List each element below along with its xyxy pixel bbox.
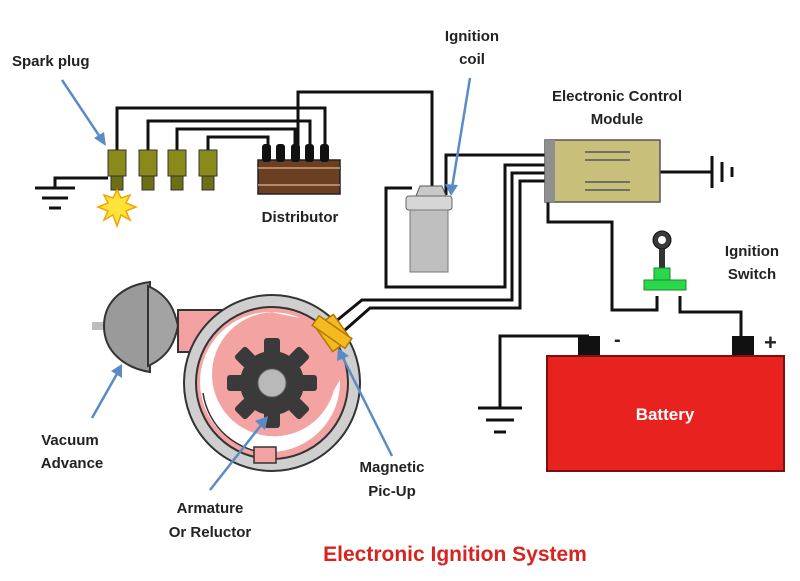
arrow-vacuum-advance (90, 364, 122, 419)
spark-plugs (95, 149, 218, 229)
labels: Spark plug Ignition coil Electronic Cont… (12, 28, 779, 566)
arrow-armature (209, 416, 268, 491)
pointer-arrows (60, 77, 472, 491)
diagram-title: Electronic Ignition System (323, 543, 587, 566)
label-ignition-switch-line2: Switch (728, 266, 776, 283)
arrow-magnetic-pickup (337, 348, 394, 457)
label-battery-negative: - (614, 329, 621, 351)
label-battery: Battery (636, 405, 695, 424)
label-battery-positive: + (764, 330, 777, 355)
label-magnetic-pickup-line1: Magnetic (359, 459, 424, 476)
spark-plug-3 (167, 149, 187, 191)
plug-wire-4 (206, 135, 270, 152)
distributor (257, 144, 341, 195)
pickup-wire-2 (344, 179, 545, 332)
plug-ground-wire (53, 176, 108, 188)
ignition-coil (405, 185, 453, 273)
plug-wire-2 (146, 119, 312, 152)
ground-symbol-battery (478, 406, 522, 434)
ground-symbol-left (35, 186, 75, 210)
coil-primary-wire (444, 153, 545, 195)
coil-loop-wire (384, 163, 545, 289)
ignition-switch (643, 230, 687, 291)
electronic-control-module (544, 139, 661, 203)
armature-reluctor (227, 338, 317, 428)
switch-battery-wire (678, 296, 743, 336)
ground-symbol-module (710, 156, 734, 188)
pickup-wire-1 (334, 171, 545, 324)
battery (546, 336, 785, 472)
module-switch-wire (546, 198, 659, 312)
coil-high-tension-wire (296, 90, 434, 186)
label-armature-line2: Or Reluctor (169, 524, 252, 541)
label-distributor: Distributor (262, 209, 339, 226)
magnetic-pickup (311, 313, 353, 353)
arrow-spark-plug (60, 79, 106, 146)
plug-wire-1 (115, 106, 327, 152)
label-vacuum-advance-line2: Advance (41, 455, 104, 472)
label-spark-plug: Spark plug (12, 53, 90, 70)
spark-plug-2 (138, 149, 158, 191)
plug-wire-3 (175, 127, 297, 152)
label-vacuum-advance-line1: Vacuum (41, 432, 99, 449)
arrow-ignition-coil (445, 77, 472, 196)
spark-icon (95, 188, 139, 229)
label-ecm-line2: Module (591, 111, 644, 128)
spark-plug-1 (107, 149, 127, 191)
wiring (53, 90, 743, 408)
label-ignition-coil-line1: Ignition (445, 28, 499, 45)
label-ecm-line1: Electronic Control (552, 88, 682, 105)
spark-plug-4 (198, 149, 218, 191)
label-armature-line1: Armature (177, 500, 244, 517)
battery-ground-wire (498, 334, 589, 408)
label-magnetic-pickup-line2: Pic-Up (368, 483, 416, 500)
label-ignition-coil-line2: coil (459, 51, 485, 68)
label-ignition-switch-line1: Ignition (725, 243, 779, 260)
